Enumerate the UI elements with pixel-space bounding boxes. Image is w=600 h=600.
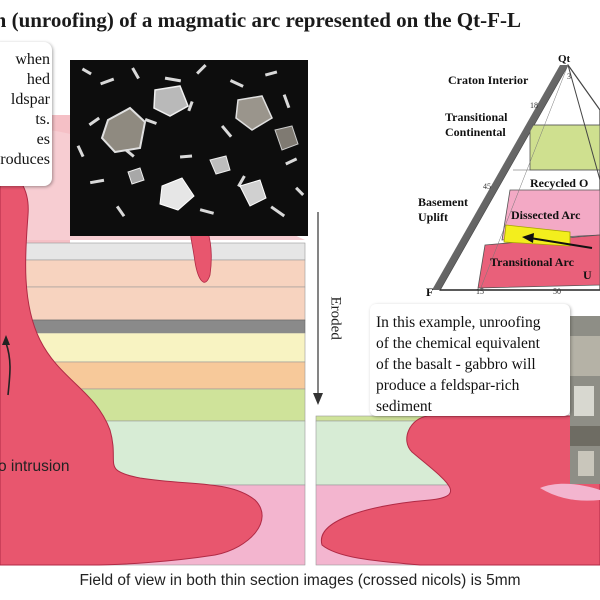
magma-intrusion-left — [0, 169, 263, 566]
note-line: produce a feldspar-rich — [376, 377, 520, 394]
magma-lobe — [540, 483, 600, 501]
eroded-arrow-head — [313, 393, 323, 405]
outcrop-photo-gabbro — [570, 316, 600, 484]
intrusion-label: o intrusion — [0, 458, 70, 475]
note-line: sediment — [376, 398, 432, 415]
footer-caption: Field of view in both thin section image… — [79, 572, 521, 589]
field-label-transitional-arc: Transitional Arc — [490, 255, 575, 269]
field-label-craton-interior: Craton Interior — [448, 73, 529, 87]
field-label-transitional-2: Continental — [445, 125, 506, 139]
ternary-left-edge — [432, 65, 568, 290]
field-label-recycled-orogen: Recycled O — [530, 176, 588, 190]
tick-18: 18 — [530, 101, 538, 110]
field-label-undissected: U — [583, 268, 592, 282]
callout-line: ts. — [35, 111, 50, 128]
field-label-basement-1: Basement — [418, 195, 468, 209]
stratum-dark — [0, 319, 306, 334]
field-label-basement-2: Uplift — [418, 210, 448, 224]
note-line: of the basalt - gabbro will — [376, 356, 536, 373]
tick-15: 15 — [476, 287, 484, 296]
tick-3: 3 — [567, 72, 571, 81]
field-label-transitional-1: Transitional — [445, 110, 508, 124]
note-line: of the chemical equivalent — [376, 335, 540, 352]
field-recycled-orogen — [529, 124, 600, 171]
unroofing-note: In this example, unroofing of the chemic… — [370, 304, 570, 416]
callout-line: ldspar — [10, 91, 50, 108]
thin-section-photo-basalt — [70, 60, 308, 236]
callout-line: hed — [26, 71, 50, 88]
callout-line: when — [15, 51, 50, 68]
callout-line: es — [36, 131, 50, 148]
trend-arrow-head — [522, 233, 534, 243]
stratum-peach — [0, 259, 306, 288]
callout-line: roduces — [0, 151, 50, 168]
upward-arrow — [5, 342, 11, 396]
upward-arrow-head — [2, 335, 10, 345]
apex-qt-label: Qt — [558, 53, 571, 65]
apex-f-label: F — [426, 285, 433, 299]
tick-50: 50 — [553, 287, 561, 296]
page-title: ction (unroofing) of a magmatic arc repr… — [0, 8, 521, 32]
note-line: In this example, unroofing — [376, 314, 541, 331]
stratum-peach-2 — [0, 286, 306, 321]
magma-intrusion-right — [321, 415, 600, 566]
trend-arrow — [529, 237, 593, 249]
callout-box: when hed ldspar ts. es roduces — [0, 42, 52, 186]
tick-45: 45 — [483, 182, 491, 191]
arrow-band — [503, 224, 571, 247]
stratum-grey — [0, 242, 306, 261]
qt-f-l-ternary-plot: Qt F 3 18 45 15 50 Craton Interior Trans… — [418, 53, 600, 299]
field-label-dissected-arc: Dissected Arc — [511, 208, 581, 222]
eroded-label: Eroded — [327, 296, 344, 340]
